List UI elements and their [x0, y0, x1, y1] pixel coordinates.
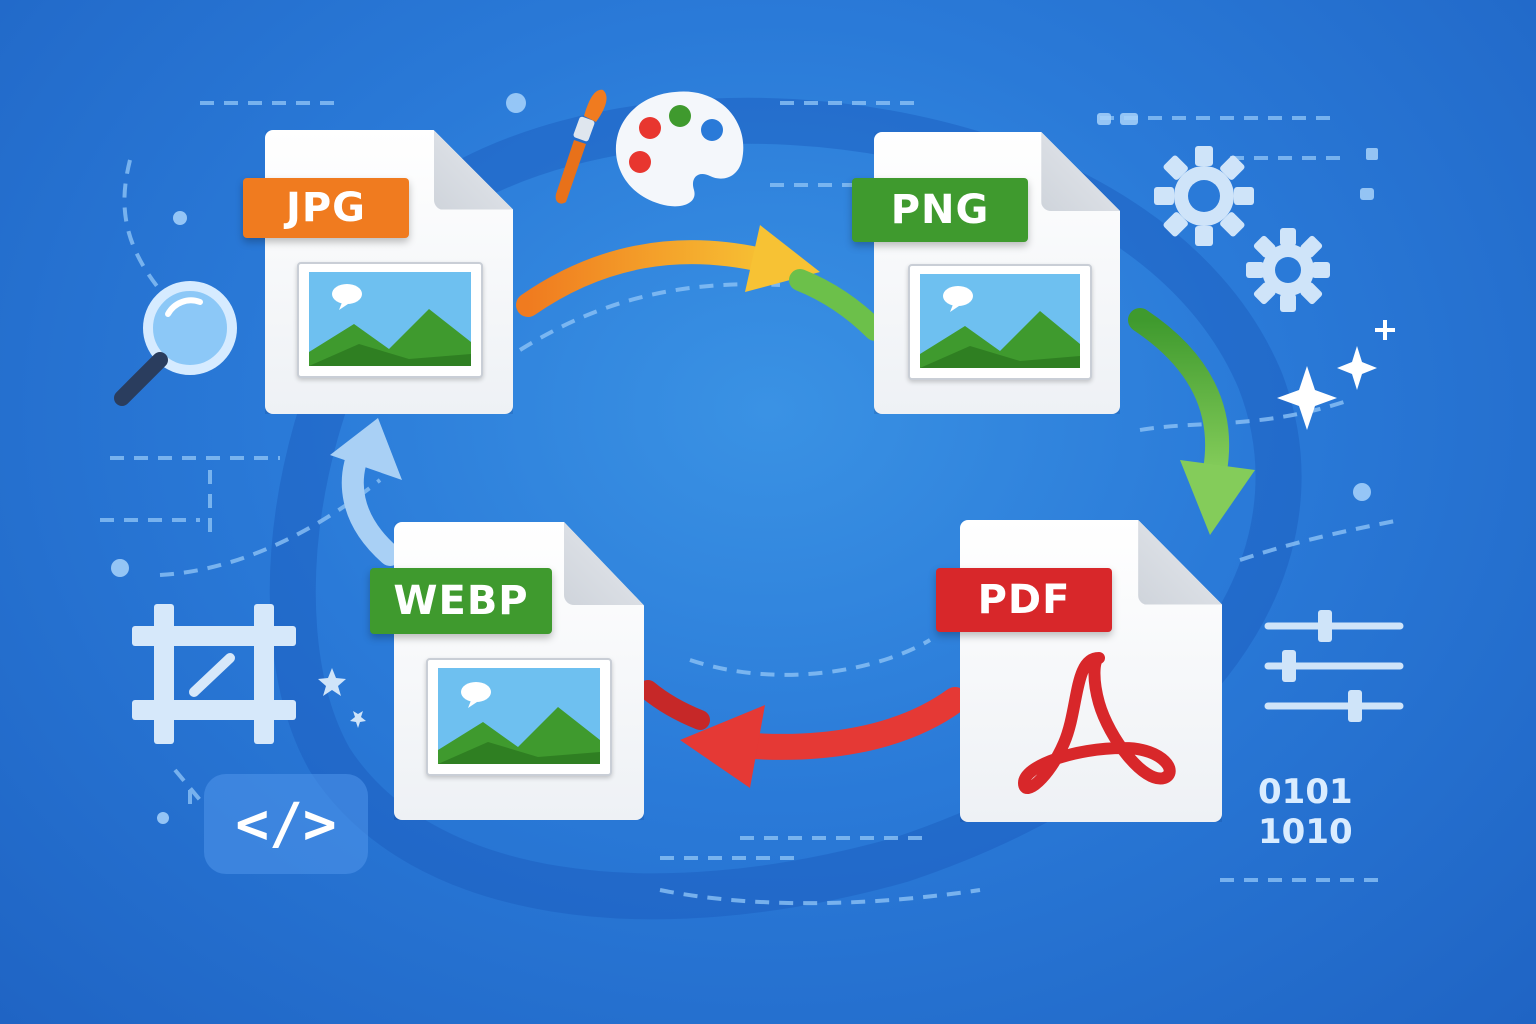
image-thumbnail-icon	[908, 264, 1092, 380]
palette-icon	[615, 91, 744, 207]
arrow-png-to-pdf	[1128, 308, 1255, 535]
code-icon: </>	[204, 774, 368, 874]
sparkle-icon	[1277, 320, 1395, 430]
file-jpg: JPG	[243, 130, 513, 414]
file-pdf: PDF	[936, 520, 1222, 822]
star-icon	[318, 668, 366, 728]
format-tag-webp: WEBP	[370, 568, 552, 634]
format-tag-png: PNG	[852, 178, 1028, 242]
acrobat-logo-icon	[1018, 652, 1176, 794]
paintbrush-icon	[555, 89, 607, 204]
format-tag-pdf: PDF	[936, 568, 1112, 632]
file-png: PNG	[852, 132, 1120, 414]
sliders-icon	[1264, 610, 1404, 722]
file-fold	[564, 522, 644, 606]
image-thumbnail-icon	[297, 262, 483, 378]
crop-icon	[132, 604, 296, 744]
binary-text: 0101 1010	[1258, 772, 1368, 852]
file-fold	[433, 130, 513, 210]
binary-line-1: 0101	[1258, 772, 1353, 812]
arrow-webp-to-jpg	[330, 418, 402, 566]
arrow-jpg-to-png	[516, 225, 886, 341]
binary-line-2: 1010	[1258, 812, 1353, 852]
magnifier-icon	[114, 281, 237, 406]
format-tag-jpg: JPG	[243, 178, 409, 238]
image-thumbnail-icon	[426, 658, 612, 776]
file-webp: WEBP	[370, 522, 644, 820]
arrow-pdf-to-webp	[638, 680, 968, 788]
gears-icon	[1154, 146, 1330, 312]
